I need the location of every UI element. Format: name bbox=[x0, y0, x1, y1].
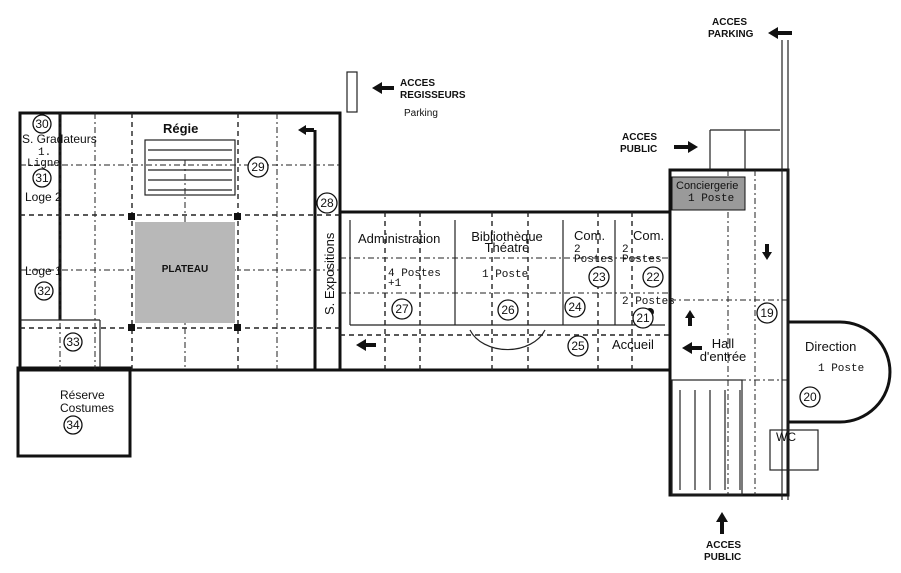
access-text: PUBLIC bbox=[620, 144, 657, 155]
conciergerie: Conciergerie 1 Poste bbox=[676, 180, 738, 205]
svg-text:1 Poste: 1 Poste bbox=[688, 193, 734, 205]
access-text: ACCES bbox=[400, 78, 435, 89]
arrow-up-icon bbox=[716, 512, 728, 534]
svg-text:25: 25 bbox=[571, 339, 585, 353]
room-26: Bibliothèque Théatre 1 Poste 26 bbox=[471, 229, 543, 321]
access-regisseurs: ACCES REGISSEURS Parking bbox=[372, 78, 466, 119]
svg-text:Ligne: Ligne bbox=[27, 158, 60, 170]
svg-text:S. Expositions: S. Expositions bbox=[322, 232, 337, 315]
plateau-area bbox=[135, 222, 235, 323]
svg-text:+1: +1 bbox=[388, 278, 402, 290]
room-20: Direction 1 Poste 20 bbox=[799, 339, 864, 408]
svg-text:Com.: Com. bbox=[633, 228, 664, 243]
svg-text:20: 20 bbox=[803, 390, 817, 404]
svg-text:d'entrée: d'entrée bbox=[700, 349, 747, 364]
svg-text:26: 26 bbox=[501, 303, 515, 317]
access-text: PARKING bbox=[708, 29, 754, 40]
svg-text:1.: 1. bbox=[38, 147, 51, 159]
arrow-left-icon bbox=[372, 82, 394, 94]
svg-text:34: 34 bbox=[66, 418, 80, 432]
arrow-left-icon bbox=[298, 125, 314, 135]
access-text: ACCES bbox=[622, 132, 657, 143]
access-parking: ACCES PARKING bbox=[708, 17, 792, 40]
svg-text:Costumes: Costumes bbox=[60, 401, 114, 415]
regie-label: Régie bbox=[163, 121, 198, 136]
entrance-stairs bbox=[679, 390, 741, 490]
svg-text:Accueil: Accueil bbox=[612, 337, 654, 352]
access-public-bottom: ACCES PUBLIC bbox=[704, 512, 741, 563]
access-text: ACCES bbox=[712, 17, 747, 28]
svg-text:S. Gradateurs: S. Gradateurs bbox=[22, 132, 97, 146]
svg-text:1 Poste: 1 Poste bbox=[818, 363, 864, 375]
svg-text:Réserve: Réserve bbox=[60, 388, 105, 402]
svg-text:22: 22 bbox=[646, 270, 660, 284]
svg-text:31: 31 bbox=[35, 171, 49, 185]
library-door-arc bbox=[469, 329, 546, 351]
svg-text:29: 29 bbox=[251, 160, 265, 174]
room-22: Com. 2 Postes 22 bbox=[622, 228, 664, 288]
svg-text:Théatre: Théatre bbox=[485, 240, 530, 255]
svg-text:28: 28 bbox=[320, 196, 334, 210]
access-text: ACCES bbox=[706, 540, 741, 551]
svg-text:23: 23 bbox=[592, 270, 606, 284]
room-31: 1. Ligne 31 Loge 2 bbox=[25, 147, 62, 204]
arrow-left-icon bbox=[768, 27, 792, 39]
svg-text:Loge 2: Loge 2 bbox=[25, 190, 62, 204]
arrow-right-icon bbox=[674, 141, 698, 153]
svg-text:4 Postes: 4 Postes bbox=[388, 268, 441, 280]
svg-text:2 Postes: 2 Postes bbox=[622, 296, 675, 308]
svg-text:21: 21 bbox=[636, 311, 650, 325]
room-32: Loge 1 32 bbox=[25, 264, 62, 301]
room-24: 24 bbox=[564, 296, 586, 318]
svg-text:27: 27 bbox=[395, 302, 409, 316]
svg-text:Postes: Postes bbox=[622, 254, 662, 266]
parking-label: Parking bbox=[404, 108, 438, 119]
svg-text:1 Poste: 1 Poste bbox=[482, 269, 528, 281]
room-28: 28 S. Expositions bbox=[316, 192, 338, 315]
room-23: Com. 2 Postes 23 bbox=[574, 228, 614, 288]
room-29: 29 bbox=[247, 156, 269, 178]
access-text: PUBLIC bbox=[704, 552, 741, 563]
svg-text:Loge 1: Loge 1 bbox=[25, 264, 62, 278]
walls bbox=[16, 40, 892, 500]
access-public-top: ACCES PUBLIC bbox=[620, 132, 698, 155]
room-19: 19 bbox=[756, 302, 778, 324]
hall-entree: Hall d'entrée bbox=[700, 336, 747, 364]
room-21: 2 Postes 21 bbox=[622, 296, 675, 329]
svg-text:19: 19 bbox=[760, 306, 774, 320]
svg-text:Postes: Postes bbox=[574, 254, 614, 266]
svg-text:Administration: Administration bbox=[358, 231, 440, 246]
wc-label: WC bbox=[776, 430, 796, 444]
room-25: 25 Accueil bbox=[567, 335, 654, 357]
svg-text:Hall: Hall bbox=[712, 336, 735, 351]
svg-text:2: 2 bbox=[622, 244, 629, 256]
regie-stairs bbox=[144, 139, 236, 196]
room-27: Administration 4 Postes +1 27 bbox=[358, 231, 441, 320]
svg-text:Direction: Direction bbox=[805, 339, 856, 354]
access-text: REGISSEURS bbox=[400, 90, 466, 101]
svg-text:Com.: Com. bbox=[574, 228, 605, 243]
svg-text:Conciergerie: Conciergerie bbox=[676, 180, 738, 192]
arrow-down-icon bbox=[762, 244, 772, 260]
room-33: 33 bbox=[63, 332, 83, 352]
conciergerie-area bbox=[671, 176, 746, 211]
svg-text:Bibliothèque: Bibliothèque bbox=[471, 229, 543, 244]
svg-text:32: 32 bbox=[37, 284, 51, 298]
svg-text:33: 33 bbox=[66, 335, 80, 349]
svg-text:30: 30 bbox=[35, 117, 49, 131]
svg-text:2: 2 bbox=[574, 244, 581, 256]
arrow-up-icon bbox=[685, 310, 695, 326]
arrow-left-icon bbox=[356, 339, 376, 351]
svg-text:24: 24 bbox=[568, 300, 582, 314]
arrow-left-icon bbox=[682, 342, 702, 354]
grid-lines bbox=[20, 113, 788, 495]
room-30: 30 S. Gradateurs bbox=[22, 114, 97, 146]
room-34: Réserve Costumes 34 bbox=[60, 388, 114, 435]
plateau-label: PLATEAU bbox=[162, 264, 208, 275]
